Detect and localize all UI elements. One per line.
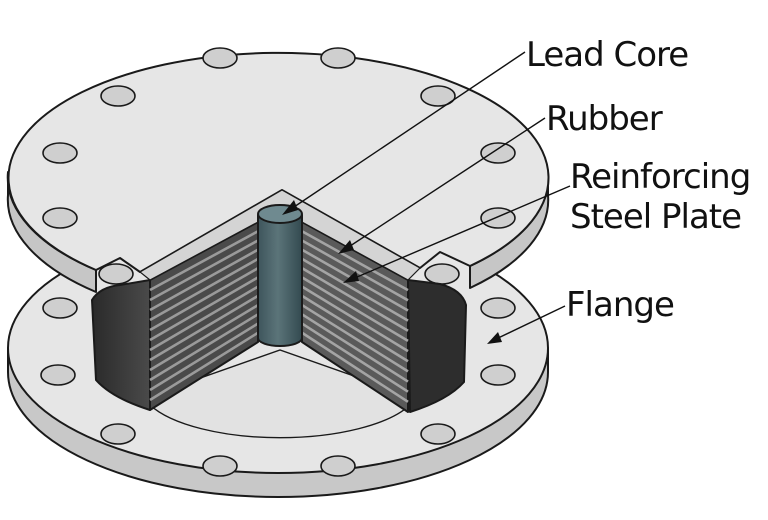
label-flange: Flange [566, 285, 674, 325]
label-lead-core: Lead Core [526, 35, 688, 75]
callout-labels: Lead Core Rubber Reinforcing Steel Plate… [526, 35, 751, 325]
steel-plate-layer [149, 294, 259, 362]
steel-plates-left [149, 230, 259, 402]
lead-core-leader [282, 51, 526, 215]
steel-plate-layer [149, 248, 259, 312]
bolt-hole [320, 455, 356, 477]
steel-plate-layer [149, 257, 259, 322]
steel-plate-layer [149, 322, 259, 392]
steel-plate-layer [301, 230, 409, 292]
steel-plate-layer [149, 230, 259, 292]
bolt-hole [480, 364, 516, 386]
bolt-hole [42, 142, 78, 164]
steel-plate-layer [149, 276, 259, 342]
bolt-hole [100, 85, 136, 107]
steel-plates-right [301, 230, 409, 403]
bolt-hole [320, 47, 356, 69]
rubber-cover-right [407, 279, 467, 413]
bolt-hole [42, 207, 78, 229]
steel-plate-layer [301, 285, 409, 353]
label-steel-plate: Steel Plate [570, 197, 741, 237]
steel-plate-layer [301, 294, 409, 363]
bottom-flange-bolt-holes [40, 297, 516, 477]
flange-leader [487, 305, 566, 344]
leader-lines [282, 51, 571, 344]
lead-core [257, 204, 303, 347]
bolt-hole [480, 297, 516, 319]
steel-plate-layer [301, 267, 409, 332]
bolt-hole [42, 297, 78, 319]
top-flange-bolt-holes [42, 47, 516, 285]
bolt-hole [98, 263, 134, 285]
bolt-hole [202, 455, 238, 477]
top-flange [6, 47, 550, 293]
steel-plate-layer [149, 331, 259, 402]
bolt-hole [480, 142, 516, 164]
label-reinforcing: Reinforcing [570, 157, 750, 197]
bolt-hole [424, 263, 460, 285]
steel-plate-layer [301, 276, 409, 343]
steel-plate-layer [149, 303, 259, 372]
steel-plate-layer [149, 285, 259, 352]
bottom-recess-floor [149, 349, 411, 439]
steel-plate-layer [301, 313, 409, 383]
label-rubber: Rubber [546, 99, 663, 139]
steel-plate-layer [301, 257, 409, 322]
steel-plate-layer [301, 331, 409, 403]
bolt-hole [40, 364, 76, 386]
steel-plate-layer [149, 267, 259, 332]
bolt-hole [100, 423, 136, 445]
lead-core-body [257, 214, 303, 347]
rubber-leader [338, 117, 546, 254]
steel-plate-layer [149, 239, 259, 302]
top-flange-face [7, 51, 550, 273]
laminated-rubber-block [91, 189, 467, 413]
steel-plate-leader [343, 185, 571, 283]
bolt-hole [202, 47, 238, 69]
bolt-hole [420, 85, 456, 107]
bolt-hole [420, 423, 456, 445]
steel-plate-layer [149, 313, 259, 382]
steel-plate-layer [301, 303, 409, 373]
steel-plate-layer [301, 322, 409, 393]
steel-plate-layer [301, 239, 409, 302]
